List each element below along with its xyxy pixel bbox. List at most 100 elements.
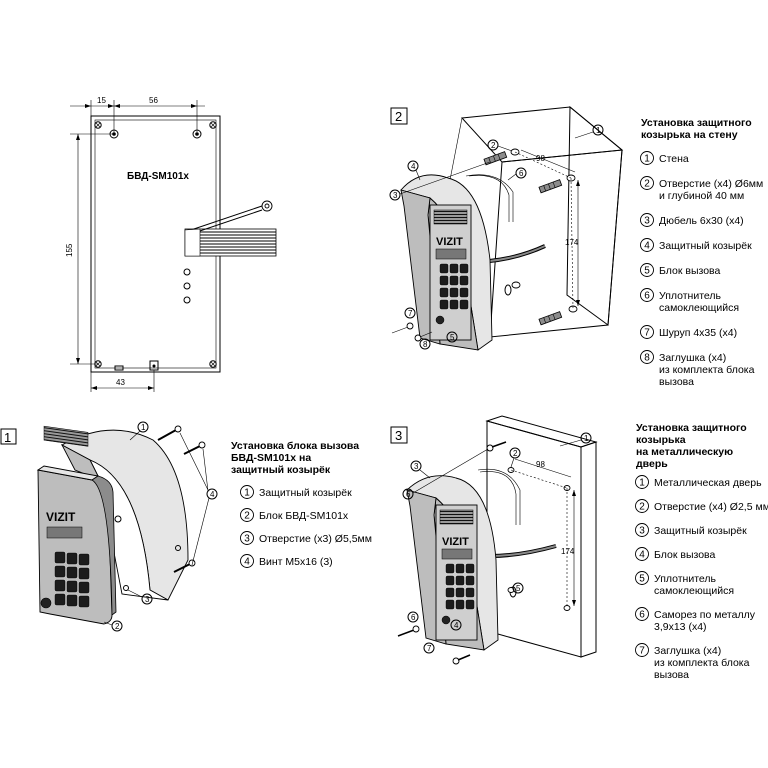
svg-text:2: 2 bbox=[513, 449, 518, 458]
keypad-key bbox=[455, 563, 465, 574]
panel-1-number: 1 bbox=[4, 430, 11, 445]
panel-1: 1 VIZIT 1 4 bbox=[0, 421, 372, 632]
device-model-label: БВД-SM101х bbox=[127, 171, 189, 182]
legend-text: Уплотнитель bbox=[659, 290, 722, 302]
panel-2-title: Установка защитного козырька на стену bbox=[641, 117, 755, 141]
legend-text: Защитный козырёк bbox=[659, 240, 752, 252]
panel-1-logo: VIZIT bbox=[46, 510, 76, 524]
legend-number-icon bbox=[640, 263, 654, 277]
panel-3: 3 98 174 bbox=[390, 415, 768, 681]
svg-text:8: 8 bbox=[423, 340, 428, 349]
panel-1-callouts: 1 4 3 2 bbox=[103, 421, 218, 632]
panel-1-title: Установка блока вызова БВД-SM101х на защ… bbox=[231, 440, 362, 476]
keypad-key bbox=[66, 566, 78, 579]
hood-with-call-block: VIZIT bbox=[400, 174, 493, 351]
keypad-key bbox=[54, 593, 66, 606]
legend-number-icon bbox=[640, 288, 654, 302]
legend-text: и глубиной 40 мм bbox=[659, 190, 744, 202]
svg-text:4: 4 bbox=[210, 490, 215, 499]
keypad-key bbox=[459, 263, 469, 274]
keypad-key bbox=[78, 567, 90, 580]
keypad-key bbox=[439, 287, 449, 298]
keypad-key bbox=[465, 599, 475, 610]
dim-43-label: 43 bbox=[116, 378, 125, 387]
keypad-key bbox=[455, 575, 465, 586]
svg-text:6: 6 bbox=[519, 169, 524, 178]
keypad-key bbox=[465, 563, 475, 574]
svg-text:4: 4 bbox=[454, 621, 459, 630]
legend-number: 7 bbox=[639, 646, 645, 657]
legend-text: Отверстие (х3) Ø5,5мм bbox=[259, 533, 372, 545]
keypad-key bbox=[66, 552, 78, 565]
keypad-icon bbox=[439, 263, 469, 310]
legend-number: 2 bbox=[244, 511, 250, 522]
legend-text: Отверстие (х4) Ø6мм bbox=[659, 178, 763, 190]
legend-text: Саморез по металлу bbox=[654, 609, 756, 621]
legend-number-icon bbox=[635, 607, 649, 621]
panel-2-dim-98: 98 bbox=[536, 154, 545, 163]
legend-text: Шуруп 4х35 (х4) bbox=[659, 327, 737, 339]
seal-outline bbox=[465, 174, 514, 222]
legend-text: Стена bbox=[659, 153, 689, 165]
keypad-key bbox=[459, 287, 469, 298]
svg-text:2: 2 bbox=[491, 141, 496, 150]
keypad-key bbox=[78, 581, 90, 594]
cable-icon bbox=[489, 544, 557, 558]
legend-text: из комплекта блока bbox=[659, 364, 755, 376]
keypad-key bbox=[465, 587, 475, 598]
svg-text:7: 7 bbox=[427, 644, 432, 653]
panel-3-dim-174: 174 bbox=[561, 547, 575, 556]
legend-number-icon bbox=[635, 643, 649, 657]
keypad-key bbox=[465, 575, 475, 586]
keypad-key bbox=[449, 263, 459, 274]
panel-3-callouts: 1 2 3 6 5 6 7 4 bbox=[402, 432, 592, 654]
legend-number: 2 bbox=[639, 502, 645, 513]
svg-text:2: 2 bbox=[115, 622, 120, 631]
legend-number: 3 bbox=[644, 216, 650, 227]
cable-bundle-icon bbox=[184, 200, 277, 257]
legend-number-icon bbox=[240, 531, 254, 545]
keypad-icon bbox=[54, 551, 90, 608]
legend-text: вызова bbox=[659, 376, 694, 388]
keypad-key bbox=[455, 599, 465, 610]
legend-number: 6 bbox=[639, 610, 645, 621]
call-block: VIZIT bbox=[36, 425, 117, 625]
legend-item: 7 Шуруп 4х35 (х4) bbox=[640, 325, 737, 339]
legend-number-icon bbox=[240, 554, 254, 568]
legend-text: Уплотнитель bbox=[654, 573, 717, 585]
legend-number-icon bbox=[640, 325, 654, 339]
panel-2-dim-174: 174 bbox=[565, 238, 579, 247]
legend-number-icon bbox=[635, 523, 649, 537]
keypad-key bbox=[459, 275, 469, 286]
legend-text: самоклеющийся bbox=[654, 585, 734, 597]
keypad-key bbox=[445, 599, 455, 610]
keypad-key bbox=[439, 299, 449, 310]
keypad-key bbox=[54, 579, 66, 592]
keypad-key bbox=[66, 594, 78, 607]
svg-text:3: 3 bbox=[145, 595, 150, 604]
legend-number: 8 bbox=[644, 353, 650, 364]
legend-number-icon bbox=[640, 350, 654, 364]
panel-3-logo: VIZIT bbox=[442, 536, 469, 548]
technical-drawing: 15 56 БВД-SM101х bbox=[65, 96, 277, 392]
legend-number: 7 bbox=[644, 328, 650, 339]
screw-icons bbox=[397, 441, 507, 665]
legend-number-icon bbox=[635, 547, 649, 561]
keypad-key bbox=[66, 580, 78, 593]
svg-text:1: 1 bbox=[596, 126, 601, 135]
panel-2-callouts: 1 2 6 4 3 7 8 5 bbox=[389, 124, 604, 350]
legend-number: 3 bbox=[244, 534, 250, 545]
legend-text: самоклеющийся bbox=[659, 302, 739, 314]
svg-text:3: 3 bbox=[414, 462, 419, 471]
panel-3-title: Установка защитного козырька на металлич… bbox=[636, 422, 750, 470]
